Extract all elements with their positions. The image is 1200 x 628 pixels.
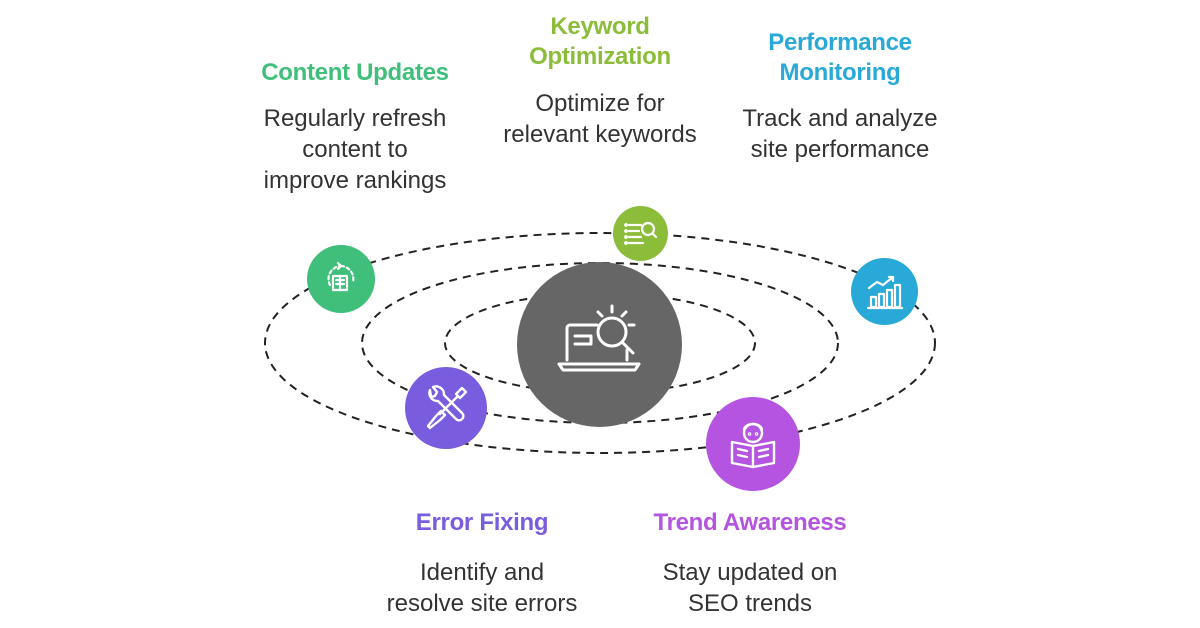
keyword-optimization-node (613, 206, 668, 261)
error-fixing-title: Error Fixing (415, 509, 549, 536)
content-updates-node (307, 245, 375, 313)
trend-awareness-node (706, 397, 800, 491)
desc-line: site performance (750, 136, 930, 163)
desc-line: relevant keywords (503, 121, 697, 148)
center-node (517, 262, 682, 427)
content-updates-title: Content Updates (261, 59, 449, 86)
outer-orbit (264, 232, 936, 454)
title-line: Performance (768, 29, 912, 56)
desc-line: Track and analyze (742, 105, 938, 132)
trend-awareness-title: Trend Awareness (653, 509, 847, 536)
content-updates-description: Regularly refresh content to improve ran… (215, 103, 495, 196)
keyword-optimization-title: Keyword Optimization (460, 12, 740, 72)
desc-line: Optimize for (535, 90, 665, 117)
middle-orbit (361, 262, 839, 424)
title-line: Monitoring (779, 59, 901, 86)
wrench-screwdriver-icon (426, 385, 468, 430)
trend-awareness-description: Stay updated on SEO trends (600, 557, 900, 619)
person-reading-icon (730, 422, 776, 469)
desc-line: content to (302, 136, 408, 163)
error-fixing-node (405, 367, 487, 449)
seo-laptop-magnifier-icon (557, 304, 640, 371)
desc-line: Identify and (419, 559, 545, 586)
desc-line: resolve site errors (386, 590, 578, 617)
desc-line: improve rankings (263, 167, 447, 194)
performance-monitoring-description: Track and analyze site performance (700, 103, 980, 165)
performance-monitoring-title: Performance Monitoring (700, 28, 980, 88)
keyword-optimization-description: Optimize for relevant keywords (460, 88, 740, 150)
desc-line: SEO trends (687, 590, 813, 617)
performance-monitoring-node (851, 258, 918, 325)
title-line: Optimization (529, 43, 671, 70)
error-fixing-description: Identify and resolve site errors (342, 557, 622, 619)
refresh-document-icon (327, 261, 355, 292)
keyword-list-search-icon (623, 221, 657, 245)
desc-line: Regularly refresh (263, 105, 447, 132)
desc-line: Stay updated on (662, 559, 838, 586)
title-line: Keyword (550, 13, 650, 40)
bar-chart-trend-icon (866, 275, 903, 309)
